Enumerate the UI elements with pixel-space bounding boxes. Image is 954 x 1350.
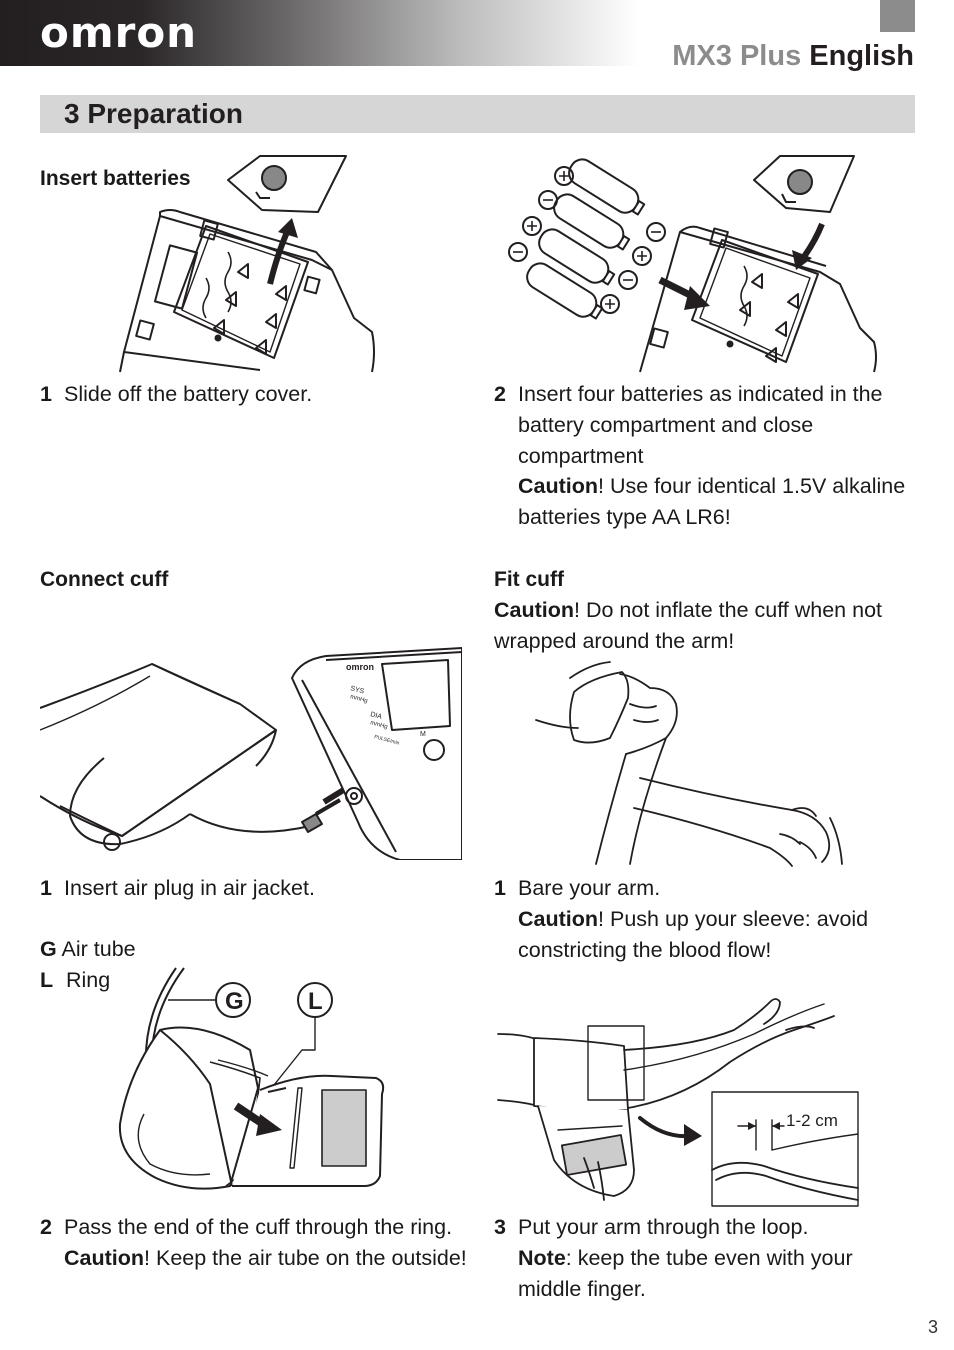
legend-key: G — [40, 937, 57, 961]
device-sys-label: SYS — [349, 685, 365, 695]
step-body: Pass the end of the cuff through the rin… — [64, 1212, 474, 1274]
model-title: MX3 Plus English — [672, 38, 914, 74]
step-text: Bare your arm. — [518, 876, 661, 900]
fit-cuff-caution: Caution! Do not inflate the cuff when no… — [494, 595, 914, 657]
step-body: Insert four batteries as indicated in th… — [518, 379, 918, 533]
connect-cuff-heading: Connect cuff — [40, 568, 169, 591]
device-brand: omron — [346, 662, 374, 672]
device-unit-label-2: mmHg — [369, 720, 388, 730]
caution-text: ! Do not inflate the cuff when not wrapp… — [494, 598, 883, 653]
step-number: 2 — [494, 382, 506, 406]
page-number: 3 — [927, 1317, 938, 1337]
note-text: : keep the tube even with your middle fi… — [518, 1245, 853, 1301]
model-name: MX3 Plus — [672, 40, 802, 72]
step-text: Put your arm through the loop. — [518, 1215, 809, 1239]
caution-label: Caution — [64, 1245, 145, 1270]
language-label: English — [809, 40, 914, 72]
step-text: Insert four batteries as indicated in th… — [518, 382, 883, 468]
step-text: Insert air plug in air jacket. — [64, 876, 315, 900]
header-band: omron — [0, 0, 640, 66]
step-body: Bare your arm. Caution! Push up your sle… — [518, 873, 918, 965]
device-unit-label-1: mmHg — [349, 694, 368, 704]
arm-through-loop-figure: 1-2 cm — [497, 998, 859, 1207]
step-number: 1 — [40, 382, 52, 406]
step-number: 1 — [40, 876, 52, 900]
step-text: Slide off the battery cover. — [64, 382, 313, 406]
connect-cuff-figure: omron SYS mmHg DIA mmHg PULSE/min M — [40, 647, 462, 860]
fit-cuff-heading: Fit cuff — [494, 568, 564, 591]
section-bar: 3 Preparation — [40, 95, 915, 133]
step-number: 3 — [494, 1215, 506, 1239]
step-text: Pass the end of the cuff through the rin… — [64, 1215, 453, 1239]
caution-label: Caution — [518, 906, 599, 931]
callout-l: L — [308, 988, 323, 1015]
legend-key: L — [40, 968, 54, 992]
device-dia-label: DIA — [369, 711, 382, 721]
callout-g: G — [225, 988, 244, 1015]
bare-arm-figure — [535, 661, 843, 867]
legend-air-tube: G Air tube — [40, 934, 136, 965]
step-body: Put your arm through the loop. Note: kee… — [518, 1212, 918, 1304]
section-title: 3 Preparation — [64, 98, 243, 129]
legend-label: Air tube — [61, 937, 136, 961]
caution-text: ! Keep the air tube on the outside! — [144, 1245, 467, 1270]
insert-batteries-figure — [508, 155, 877, 373]
step-number: 1 — [494, 876, 506, 900]
device-m-label: M — [420, 731, 426, 738]
legend-label: Ring — [65, 968, 111, 992]
battery-cover-figure — [119, 155, 375, 373]
note-label: Note — [518, 1245, 566, 1270]
cuff-ring-figure: G L — [118, 967, 385, 1190]
distance-label: 1-2 cm — [786, 1111, 838, 1130]
omron-logo: omron — [40, 8, 198, 57]
step-number: 2 — [40, 1215, 52, 1239]
caution-label: Caution — [494, 598, 575, 622]
caution-text: ! Use four identical 1.5V alkaline batte… — [518, 474, 906, 530]
legend-ring: L Ring — [40, 965, 110, 996]
caution-label: Caution — [518, 474, 599, 499]
corner-marker — [880, 0, 915, 32]
caution-text: ! Push up your sleeve: avoid constrictin… — [518, 906, 869, 962]
insert-batteries-heading: Insert batteries — [40, 167, 191, 190]
